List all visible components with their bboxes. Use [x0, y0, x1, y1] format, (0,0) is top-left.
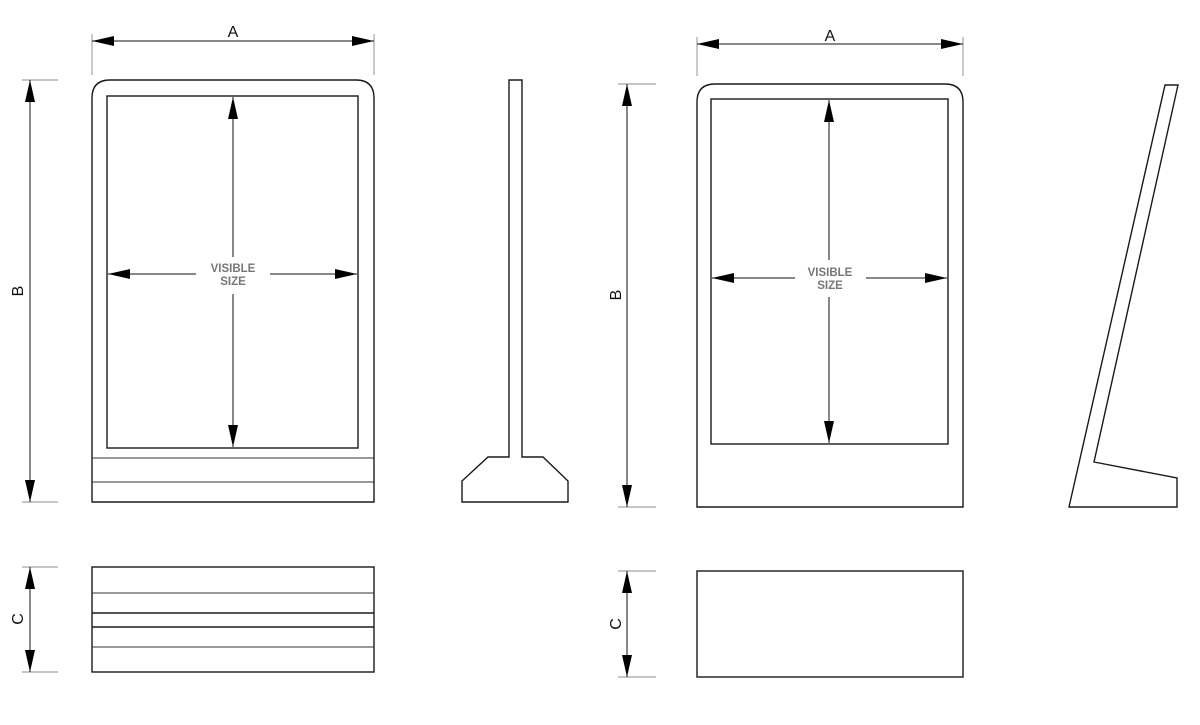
dim-c-sign1: C — [10, 566, 58, 673]
dim-b-label: B — [608, 290, 625, 301]
visible-size-label-line1: VISIBLE — [211, 263, 256, 275]
visible-size-sign2: VISIBLE SIZE — [712, 100, 947, 443]
sign2-side-view — [1068, 84, 1179, 508]
visible-size-label-line2: SIZE — [817, 280, 843, 292]
visible-size-label-line1: VISIBLE — [808, 267, 853, 279]
sign1-front-view — [91, 79, 375, 503]
dim-b-label: B — [10, 286, 27, 297]
dim-a-sign1: A — [91, 24, 375, 75]
sign1-top-view — [91, 566, 375, 673]
dim-a-sign2: A — [696, 28, 964, 76]
sign1-side-view — [461, 79, 569, 503]
visible-size-sign1: VISIBLE SIZE — [108, 97, 357, 447]
sign2-front-view — [696, 83, 964, 508]
dim-c-sign2: C — [608, 570, 656, 678]
visible-size-label-line2: SIZE — [220, 276, 246, 288]
dim-c-label: C — [10, 613, 27, 625]
dim-a-label: A — [825, 28, 836, 45]
dim-a-label: A — [228, 24, 239, 41]
sign2-top-view — [696, 570, 964, 678]
dim-c-label: C — [608, 618, 625, 630]
dim-b-sign2: B — [608, 83, 656, 508]
dim-b-sign1: B — [10, 79, 58, 503]
